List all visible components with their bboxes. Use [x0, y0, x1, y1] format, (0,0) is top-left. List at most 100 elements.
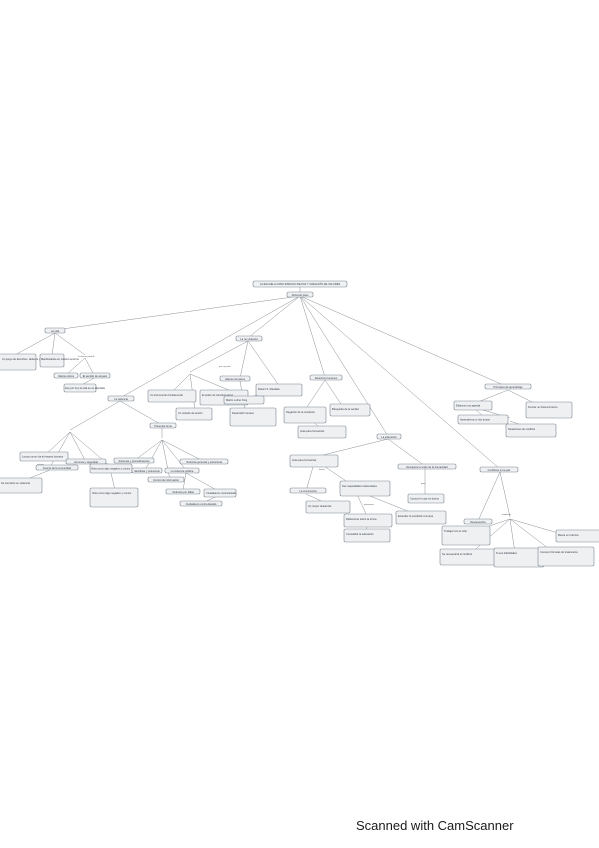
node: Sistemas y procedimientos: [113, 457, 155, 464]
node: Búsqueda de la verdad: [329, 403, 371, 417]
svg-text:La convivencia: La convivencia: [299, 489, 317, 493]
svg-text:Elaborar una agenda: Elaborar una agenda: [456, 404, 481, 408]
node: Situaciones de conflicto: [505, 423, 557, 438]
node: Conocer fórmulas de tratamiento: [537, 546, 595, 567]
svg-text:Conflictos en la paz: Conflictos en la paz: [488, 468, 511, 472]
svg-text:Derechos humanos: Derechos humanos: [315, 376, 338, 380]
diagram-title: LA ESCUELA COMO ESPACIO DE PAZ Y CREACIÓ…: [260, 281, 341, 286]
svg-text:La hacen posible: La hacen posible: [78, 356, 95, 358]
node: Busca un reforma: [555, 529, 599, 543]
svg-text:Manifestados en nuestro entorn: Manifestados en nuestro entorno: [41, 357, 79, 361]
svg-text:Robert S. Mandela: Robert S. Mandela: [258, 387, 280, 391]
node: Armonía y seguridad: [65, 458, 107, 465]
node: La violencia pública: [164, 467, 200, 474]
node: Reflexionar sobre la forma: [343, 513, 393, 528]
node: Robert S. Mandela: [255, 383, 303, 397]
svg-text:Martin Luther King: Martin Luther King: [226, 398, 248, 402]
svg-text:Si sus habilidades: Si sus habilidades: [496, 551, 518, 555]
node: Vista como algo negativo y nocivo: [89, 487, 139, 508]
node: Consolidar la educación: [343, 528, 391, 543]
edge-label: promueve: [364, 503, 375, 506]
svg-text:Presentar lema: Presentar lema: [154, 424, 172, 428]
svg-text:Se recuperaría el conflicto: Se recuperaría el conflicto: [442, 552, 473, 556]
node: Manifestados en nuestro entorno: [39, 353, 79, 368]
node: Formar un discernimiento: [525, 401, 573, 419]
svg-text:La educación: La educación: [381, 435, 397, 439]
svg-text:Formar un discernimiento: Formar un discernimiento: [528, 405, 558, 409]
node: Presentar lema: [149, 422, 177, 429]
svg-text:La vida: La vida: [51, 329, 60, 333]
node: La convivencia: [289, 487, 327, 494]
node: Desarrollo humano: [229, 407, 277, 427]
svg-text:Abriendo paso: Abriendo paso: [292, 293, 309, 297]
node: Se convierte en violencia: [0, 477, 43, 494]
node-la-vida: La vida: [44, 327, 66, 334]
node-title: LA ESCUELA COMO ESPACIO DE PAZ Y CREACIÓ…: [252, 280, 348, 288]
camscanner-watermark: Scanned with CamScanner: [356, 818, 514, 833]
svg-text:Situaciones de conflicto: Situaciones de conflicto: [508, 427, 536, 431]
svg-text:Identificar y solucionar: Identificar y solucionar: [134, 469, 160, 473]
svg-text:Valores humanos: Valores humanos: [225, 377, 246, 381]
svg-text:Búsqueda de la verdad: Búsqueda de la verdad: [332, 407, 359, 411]
svg-text:El poder de transformación: El poder de transformación: [202, 393, 234, 397]
edge-label: por su parte: [219, 365, 231, 368]
node: Violencia por fallas: [165, 488, 201, 495]
node: Un mayor desarrollo: [305, 500, 351, 514]
node: Control de información: [147, 476, 185, 483]
node: Valores humanos: [219, 375, 251, 382]
node: Si sus habilidades: [493, 547, 545, 568]
svg-text:Conocer fórmulas de tratamient: Conocer fórmulas de tratamiento: [540, 550, 578, 554]
node: Trabajar con el niño: [441, 525, 491, 546]
svg-text:Desacuerdos: Desacuerdos: [470, 520, 486, 524]
node: Vista como algo negativo y nocivo: [89, 463, 133, 474]
node: Aprendemos a vivir juntos: [457, 414, 509, 425]
svg-text:Sistemas y procedimientos: Sistemas y procedimientos: [119, 459, 151, 463]
svg-text:Armonía y seguridad: Armonía y seguridad: [74, 460, 98, 464]
svg-text:Un instrumento fundamental: Un instrumento fundamental: [150, 393, 183, 397]
svg-text:Ciudadanos contra Estado: Ciudadanos contra Estado: [186, 502, 217, 506]
node: Ciudadanos contra Estado: [179, 500, 223, 507]
svg-text:Hoy por hoy la vida se ve afec: Hoy por hoy la vida se ve afectada: [65, 386, 105, 390]
svg-text:Valores éticos: Valores éticos: [58, 374, 75, 378]
svg-text:Vista como algo negativo y noc: Vista como algo negativo y nocivo: [92, 491, 132, 495]
svg-text:Trabajar con el niño: Trabajar con el niño: [444, 529, 467, 533]
svg-text:Reflexionar sobre la forma: Reflexionar sobre la forma: [346, 517, 377, 521]
svg-text:Entender la condición humana: Entender la condición humana: [398, 514, 434, 518]
node: Fuente de la comunidad: [35, 464, 79, 471]
node: Violencia personal y estructural: [179, 458, 229, 465]
svg-text:Vista como algo negativo y noc: Vista como algo negativo y nocivo: [91, 467, 131, 471]
node: Guía para humanizar: [289, 454, 339, 468]
svg-text:Un mayor desarrollo: Un mayor desarrollo: [308, 504, 332, 508]
node: Negación de la conducta: [283, 406, 327, 424]
svg-text:Guía para humanizar: Guía para humanizar: [292, 458, 317, 462]
node-la-educacion: La educación: [376, 433, 402, 440]
svg-text:Ciudadanos contra Estado: Ciudadanos contra Estado: [206, 491, 237, 495]
svg-text:Se convierte en violencia: Se convierte en violencia: [1, 481, 30, 485]
svg-text:Consolidar la educación: Consolidar la educación: [346, 532, 374, 536]
node: Martin Luther King: [223, 395, 265, 405]
node-la-violencia: La violencia: [107, 395, 135, 402]
node-principios: Principios de aprendizaje: [484, 383, 532, 390]
node: Entender la condición humana: [395, 510, 447, 525]
node: La paz como vía al respeto humano: [19, 451, 69, 462]
svg-text:Aprendemos a vivir juntos: Aprendemos a vivir juntos: [460, 418, 491, 422]
svg-text:Recuperar el valor de la human: Recuperar el valor de la humanidad: [406, 465, 448, 469]
svg-text:La paz como vía al respeto hum: La paz como vía al respeto humano: [22, 455, 64, 459]
node-derechos-humanos: Derechos humanos: [309, 374, 343, 381]
svg-text:Un juego de derechos, deberes: Un juego de derechos, deberes y valores: [2, 357, 50, 361]
node: El sentido de amparo: [79, 372, 111, 379]
node: Un juego de derechos, deberes y valores: [0, 353, 50, 371]
node: Identificar y solucionar: [131, 467, 163, 474]
node: Desacuerdos: [463, 518, 493, 525]
edge-label: para: [421, 482, 426, 485]
svg-text:Principios de aprendizaje: Principios de aprendizaje: [494, 385, 524, 389]
node: Sus capacidades intelectuales: [339, 480, 391, 497]
svg-text:Un método de acción: Un método de acción: [178, 411, 203, 415]
edge-label: hacen: [319, 469, 326, 471]
node: Un método de acción: [175, 407, 213, 421]
node: Un instrumento fundamental: [147, 389, 197, 403]
node: Ciudadanos contra Estado: [203, 488, 237, 498]
node: Guía para humanizar: [297, 425, 347, 439]
node: Valores éticos: [53, 372, 79, 379]
